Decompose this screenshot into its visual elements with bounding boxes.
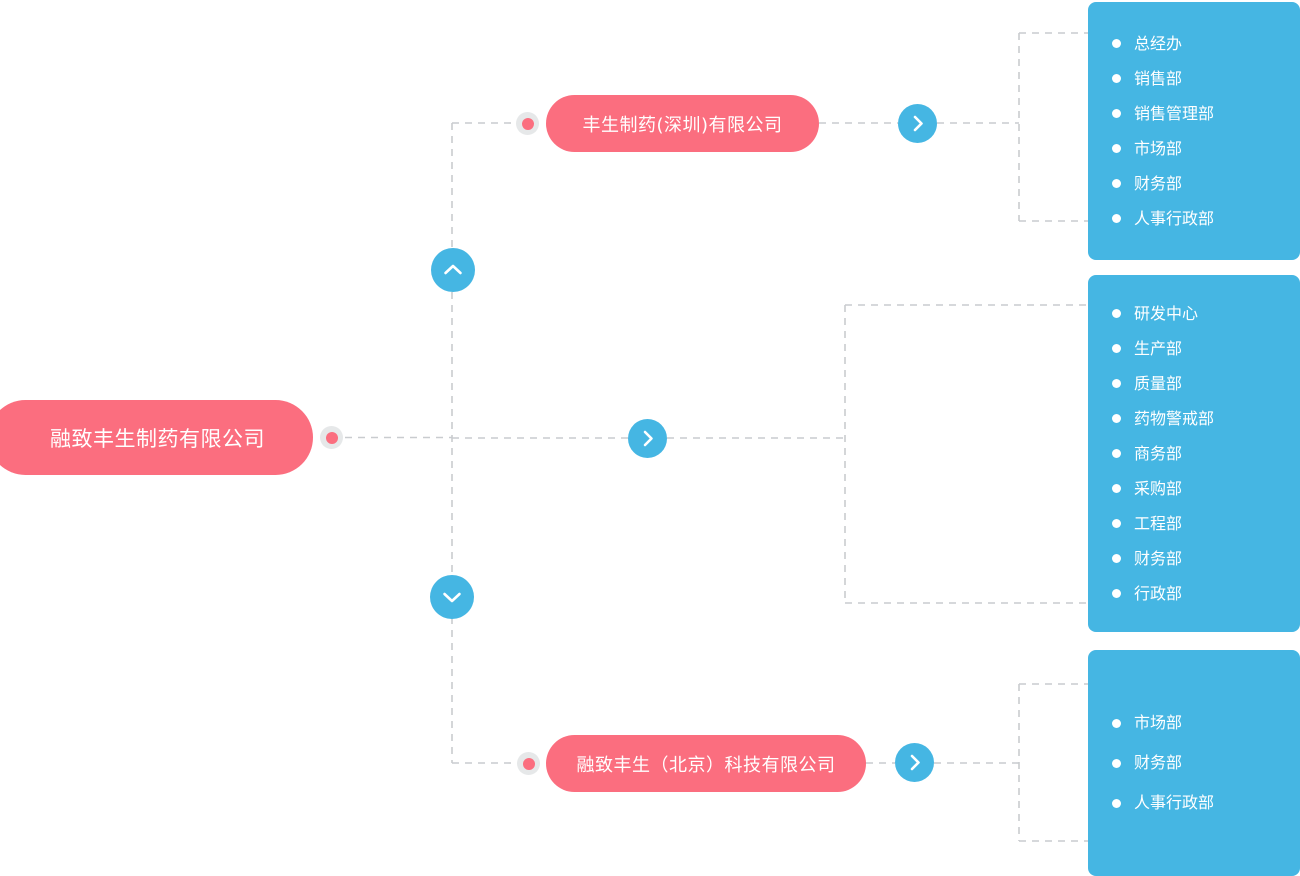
list-item[interactable]: 采购部 — [1112, 478, 1300, 498]
list-item[interactable]: 市场部 — [1112, 138, 1300, 158]
department-panel-branch-b: 研发中心 生产部 质量部 药物警戒部 商务部 采购部 工程部 财务部 — [1088, 275, 1300, 632]
list-item[interactable]: 人事行政部 — [1112, 795, 1300, 811]
bullet-icon — [1112, 179, 1121, 188]
chevron-down-icon-scroll-down[interactable] — [430, 575, 474, 619]
root-company-node[interactable]: 融致丰生制药有限公司 — [0, 400, 313, 475]
list-item[interactable]: 商务部 — [1112, 443, 1300, 463]
department-label: 行政部 — [1134, 583, 1183, 603]
department-label: 销售部 — [1134, 68, 1183, 88]
bullet-icon — [1112, 519, 1121, 528]
list-item[interactable]: 销售部 — [1112, 68, 1300, 88]
department-label: 工程部 — [1134, 513, 1183, 533]
chevron-right-icon-branch-c[interactable] — [895, 743, 934, 782]
chevron-right-icon-branch-b[interactable] — [628, 419, 667, 458]
list-item[interactable]: 财务部 — [1112, 548, 1300, 568]
bullet-icon — [1112, 109, 1121, 118]
bullet-icon — [1112, 414, 1121, 423]
chevron-up-icon-scroll-up[interactable] — [431, 248, 475, 292]
list-item[interactable]: 质量部 — [1112, 373, 1300, 393]
bullet-icon — [1112, 449, 1121, 458]
list-item[interactable]: 总经办 — [1112, 33, 1300, 53]
department-label: 生产部 — [1134, 338, 1183, 358]
bullet-icon — [1112, 798, 1121, 808]
list-item[interactable]: 生产部 — [1112, 338, 1300, 358]
list-item[interactable]: 药物警戒部 — [1112, 408, 1300, 428]
branch-a-company-node[interactable]: 丰生制药(深圳)有限公司 — [546, 95, 819, 152]
bullet-icon — [1112, 214, 1121, 223]
bullet-icon — [1112, 758, 1121, 768]
bullet-icon — [1112, 344, 1121, 353]
department-label: 财务部 — [1134, 753, 1183, 772]
bullet-icon — [1112, 144, 1121, 153]
bullet-icon — [1112, 379, 1121, 388]
bullet-icon — [1112, 718, 1121, 728]
list-item[interactable]: 财务部 — [1112, 755, 1300, 771]
department-label: 销售管理部 — [1134, 103, 1215, 123]
branch-c-company-node[interactable]: 融致丰生（北京）科技有限公司 — [546, 735, 866, 792]
list-item[interactable]: 市场部 — [1112, 715, 1300, 731]
department-label: 财务部 — [1134, 548, 1183, 568]
list-item[interactable]: 人事行政部 — [1112, 208, 1300, 228]
chevron-right-icon-branch-a[interactable] — [898, 104, 937, 143]
department-label: 采购部 — [1134, 478, 1183, 498]
bullet-icon — [1112, 309, 1121, 318]
department-label: 人事行政部 — [1134, 793, 1215, 812]
branch-a-node-dot[interactable] — [516, 112, 539, 135]
list-item[interactable]: 研发中心 — [1112, 303, 1300, 323]
department-label: 药物警戒部 — [1134, 408, 1215, 428]
bullet-icon — [1112, 484, 1121, 493]
list-item[interactable]: 行政部 — [1112, 583, 1300, 603]
department-panel-branch-c: 市场部 财务部 人事行政部 — [1088, 650, 1300, 876]
department-label: 研发中心 — [1134, 303, 1199, 323]
bullet-icon — [1112, 589, 1121, 598]
list-item[interactable]: 工程部 — [1112, 513, 1300, 533]
department-label: 市场部 — [1134, 138, 1183, 158]
bullet-icon — [1112, 554, 1121, 563]
department-label: 人事行政部 — [1134, 208, 1215, 228]
department-label: 质量部 — [1134, 373, 1183, 393]
bullet-icon — [1112, 39, 1121, 48]
bullet-icon — [1112, 74, 1121, 83]
department-label: 财务部 — [1134, 173, 1183, 193]
department-panel-branch-a: 总经办 销售部 销售管理部 市场部 财务部 人事行政部 — [1088, 2, 1300, 260]
list-item[interactable]: 销售管理部 — [1112, 103, 1300, 123]
department-label: 市场部 — [1134, 713, 1183, 732]
list-item[interactable]: 财务部 — [1112, 173, 1300, 193]
department-label: 总经办 — [1134, 33, 1183, 53]
root-node-dot[interactable] — [320, 426, 343, 449]
department-label: 商务部 — [1134, 443, 1183, 463]
branch-c-node-dot[interactable] — [517, 752, 540, 775]
